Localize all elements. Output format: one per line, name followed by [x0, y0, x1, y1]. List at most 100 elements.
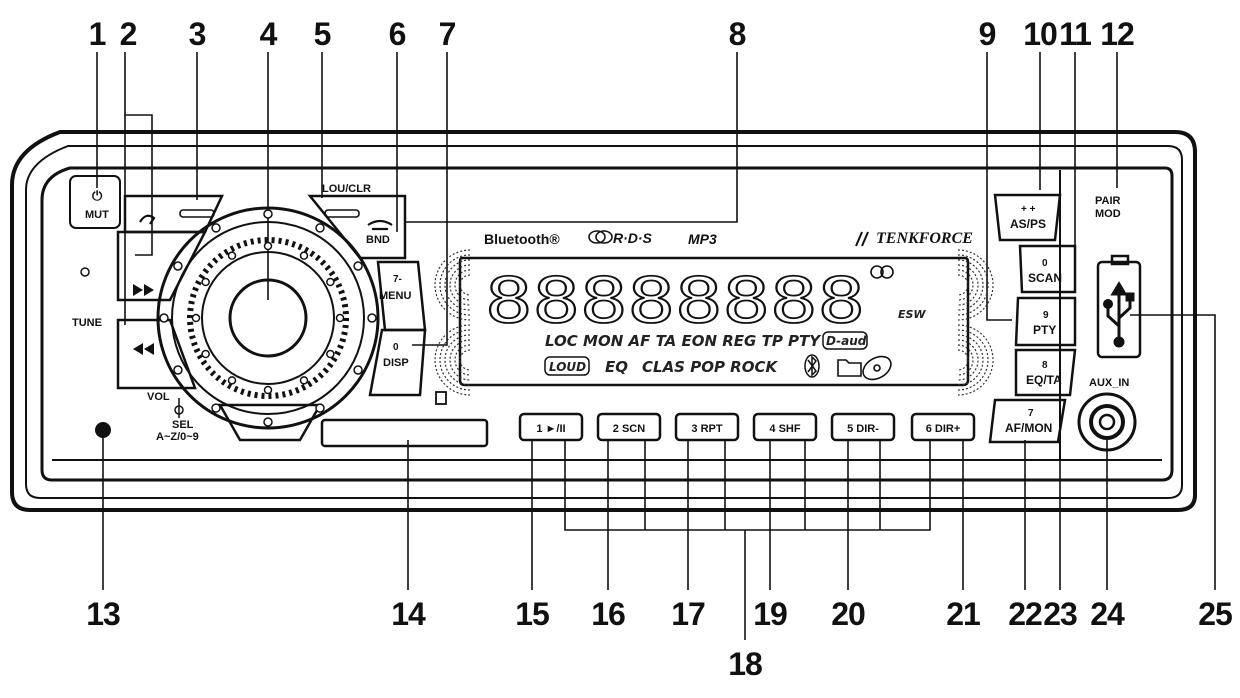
- callout-19: 19: [753, 596, 788, 632]
- call-button-slot[interactable]: [179, 209, 215, 218]
- lcd-indicator-eon: EON: [676, 332, 717, 350]
- vol-label: VOL: [147, 391, 170, 403]
- d-aud-label: D-aud: [826, 334, 867, 348]
- preset-label-5: 5 DIR-: [847, 423, 879, 435]
- az-label: A~Z/0~9: [156, 431, 199, 443]
- lcd-side-graphics: [434, 249, 994, 396]
- eq-mode-rock: ROCK: [725, 358, 779, 376]
- bnd-label: BND: [366, 234, 390, 246]
- rds-logo: R·D·S: [613, 230, 653, 246]
- mut-label: MUT: [85, 209, 109, 221]
- tenkforce-logo: TENKFORCE: [876, 230, 973, 247]
- callout-13: 13: [86, 596, 121, 632]
- callout-15: 15: [515, 596, 550, 632]
- aux-in-label: AUX_IN: [1089, 377, 1129, 389]
- as-ps-label: AS/PS: [1010, 217, 1046, 231]
- callout-8: 8: [728, 16, 747, 52]
- forward-icon[interactable]: [133, 284, 154, 296]
- mod-label: MOD: [1095, 208, 1121, 220]
- right-controls: [988, 193, 1077, 444]
- callout-17: 17: [671, 596, 706, 632]
- callout-5: 5: [313, 16, 332, 52]
- preset-label-3: 3 RPT: [691, 423, 722, 435]
- preset-button-2[interactable]: 2 SCN: [596, 412, 662, 442]
- eq-mode-pop: POP: [685, 358, 725, 376]
- lcd-indicator-ta: TA: [650, 332, 676, 350]
- tenkforce-mark-icon: [855, 231, 869, 247]
- preset-buttons: 1 ►/II 2 SCN 3 RPT 4 SHF 5 DIR- 6 DIR+: [518, 412, 976, 442]
- eq-modes: CLAS POP ROCK: [642, 358, 778, 376]
- callout-6: 6: [388, 16, 407, 52]
- preset-label-1: 1 ►/II: [536, 423, 565, 435]
- aux-in-jack[interactable]: [1077, 392, 1137, 452]
- led-indicator: [80, 267, 90, 277]
- sel-icon: [174, 398, 184, 418]
- lou-clr-label: LOU/CLR: [322, 183, 371, 195]
- lcd-indicator-loc: LOC: [545, 332, 578, 350]
- callout-11: 11: [1059, 16, 1092, 52]
- usb-icon: [1103, 281, 1135, 348]
- tune-label: TUNE: [72, 317, 102, 329]
- mut-button[interactable]: [69, 175, 121, 229]
- callout-21: 21: [946, 596, 981, 632]
- preset-button-5[interactable]: 5 DIR-: [830, 412, 896, 442]
- callout-16: 16: [591, 596, 626, 632]
- cd-icon: [862, 265, 894, 381]
- lcd-indicator-mon: MON: [578, 332, 624, 350]
- lcd-indicator-row: LOC MON AF TA EON REG TP PTY: [545, 332, 822, 350]
- lcd-indicator-reg: REG: [717, 332, 756, 350]
- preset-button-4[interactable]: 4 SHF: [752, 412, 818, 442]
- callout-2: 2: [119, 16, 138, 52]
- scan-num: 0: [1042, 258, 1048, 269]
- af-mon-label: AF/MON: [1005, 421, 1052, 435]
- callout-4: 4: [259, 16, 278, 52]
- callout-9: 9: [978, 16, 997, 52]
- radio-bezel: [10, 130, 1197, 512]
- disp-num: 0: [393, 342, 399, 353]
- menu-label: MENU: [379, 290, 411, 302]
- callout-12: 12: [1100, 16, 1135, 52]
- preset-button-6[interactable]: 6 DIR+: [910, 412, 976, 442]
- callout-22: 22: [1008, 596, 1043, 632]
- as-ps-arrows: + +: [1021, 204, 1036, 215]
- pty-num: 9: [1043, 310, 1049, 321]
- preset-label-4: 4 SHF: [769, 423, 800, 435]
- phone-answer-icon: [139, 214, 156, 225]
- loud-box: [544, 356, 590, 376]
- mp3-logo: MP3: [688, 231, 717, 247]
- eq-mode-clas: CLAS: [642, 358, 685, 376]
- sel-label: SEL: [172, 419, 194, 431]
- eq-ta-label: EQ/TA: [1026, 373, 1062, 387]
- eq-label: EQ: [605, 358, 628, 376]
- callout-14: 14: [391, 596, 426, 632]
- callout-24: 24: [1090, 596, 1125, 632]
- pty-label: PTY: [1033, 323, 1056, 337]
- lou-clr-slot[interactable]: [324, 209, 360, 218]
- callout-3: 3: [188, 16, 207, 52]
- af-mon-num: 7: [1028, 408, 1034, 419]
- knob-dots: [159, 209, 377, 427]
- eject-mark: [435, 391, 447, 405]
- callout-20: 20: [831, 596, 866, 632]
- preset-button-1[interactable]: 1 ►/II: [518, 412, 584, 442]
- mut-icon: ⏻: [92, 188, 103, 203]
- lcd-indicator-pty: PTY: [783, 332, 822, 350]
- bluetooth-lcd-icon: [804, 354, 820, 378]
- folder-icon: [837, 359, 862, 377]
- rewind-icon[interactable]: [133, 343, 154, 355]
- usb-port[interactable]: [1096, 254, 1142, 359]
- callout-1: 1: [88, 16, 107, 52]
- reset-hole[interactable]: [95, 422, 111, 438]
- loud-label: LOUD: [549, 360, 586, 374]
- preset-label-6: 6 DIR+: [926, 423, 961, 435]
- preset-label-2: 2 SCN: [613, 423, 645, 435]
- volume-knob[interactable]: [156, 206, 380, 430]
- cd-slot: [320, 418, 489, 448]
- callout-7: 7: [438, 16, 457, 52]
- leader-lines: [96, 52, 1216, 640]
- lcd-indicator-af: AF: [623, 332, 651, 350]
- d-aud-box: [822, 331, 868, 350]
- callout-23: 23: [1043, 596, 1078, 632]
- callout-25: 25: [1198, 596, 1233, 632]
- preset-button-3[interactable]: 3 RPT: [674, 412, 740, 442]
